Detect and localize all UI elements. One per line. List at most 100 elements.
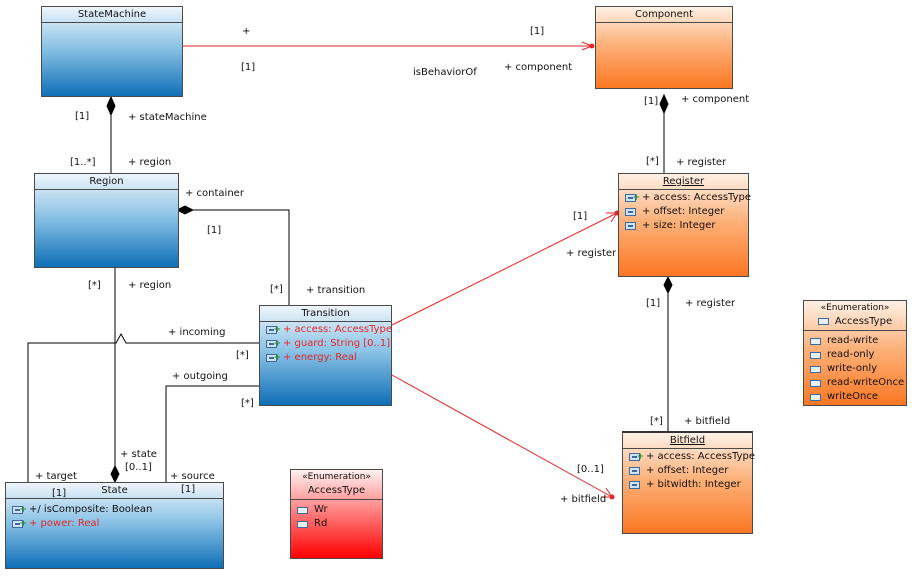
attribute-icon: [625, 208, 636, 216]
attribute-icon: [12, 503, 27, 517]
label-role: + register: [566, 248, 617, 259]
enum-literal[interactable]: read-write: [804, 334, 906, 348]
bitfield-attr-offset[interactable]: + offset: Integer: [623, 464, 752, 478]
attribute-icon: [12, 517, 27, 531]
register-attr-access[interactable]: + access: AccessType: [619, 191, 751, 205]
region-composition-diamond: [175, 205, 195, 215]
enum-literal[interactable]: writeOnce: [804, 390, 906, 404]
transition-register-association-line: [391, 212, 618, 326]
class-component-name: Component: [596, 7, 732, 23]
attribute-icon: [266, 351, 281, 365]
label-role: + outgoing: [172, 371, 228, 382]
attribute-icon: [266, 323, 281, 337]
class-state[interactable]: State +/ isComposite: Boolean + power: R…: [5, 482, 224, 569]
class-region-name: Region: [35, 174, 178, 190]
incoming-target-line: [27, 332, 259, 482]
enum-literal[interactable]: Wr: [291, 503, 382, 517]
label-role: + region: [128, 157, 172, 168]
label-role: + state: [120, 449, 157, 460]
label-role: + register: [685, 298, 736, 309]
attribute-icon: [266, 337, 281, 351]
label-role: + bitfield: [560, 494, 607, 505]
component-composition-diamond: [659, 93, 669, 115]
attribute-icon: [625, 191, 640, 205]
class-state-machine-name: StateMachine: [42, 7, 182, 23]
register-attr-size[interactable]: + size: Integer: [619, 219, 748, 233]
class-region[interactable]: Region: [34, 173, 179, 268]
literal-icon: [810, 337, 821, 345]
enum-literal[interactable]: Rd: [291, 517, 382, 531]
sm-composition-diamond: [106, 95, 116, 117]
register-composition-diamond: [663, 275, 673, 295]
literal-icon: [810, 351, 821, 359]
literal-icon: [810, 379, 821, 387]
class-register[interactable]: Register + access: AccessType + offset: …: [618, 173, 751, 277]
label-mult: [*]: [88, 280, 101, 291]
label-role: + incoming: [168, 327, 226, 338]
class-transition-name: Transition: [260, 306, 391, 322]
label-association-name: isBehaviorOf: [413, 67, 477, 78]
state-composition-diamond: [110, 464, 120, 484]
label-role: + target: [35, 471, 77, 482]
literal-icon: [810, 365, 821, 373]
state-attr-is-composite[interactable]: +/ isComposite: Boolean: [6, 503, 223, 517]
class-component[interactable]: Component: [595, 6, 733, 89]
class-state-name: State: [6, 483, 223, 499]
region-transition-composition-line: [193, 209, 290, 305]
attribute-icon: [629, 467, 640, 475]
label-mult: [1]: [52, 488, 67, 499]
class-transition[interactable]: Transition + access: AccessType + guard:…: [259, 305, 392, 406]
label-role: + component: [681, 94, 750, 105]
enum-access-type[interactable]: «Enumeration» AccessType read-write read…: [803, 300, 907, 406]
label-mult: [*]: [236, 350, 249, 361]
class-bitfield-name: Bitfield: [623, 433, 752, 449]
label-mult: [*]: [241, 398, 254, 409]
label-role: + stateMachine: [128, 112, 207, 123]
literal-icon: [297, 520, 308, 528]
transition-attr-access[interactable]: + access: AccessType: [260, 323, 392, 337]
label-role: + source: [170, 471, 215, 482]
transition-attr-energy[interactable]: + energy: Real: [260, 351, 391, 365]
class-bitfield[interactable]: Bitfield + access: AccessType + offset: …: [622, 431, 755, 534]
enum-access-type-rw[interactable]: «Enumeration» AccessType Wr Rd: [290, 469, 383, 559]
label-mult: [0..1]: [577, 464, 604, 475]
label-mult: [1]: [573, 211, 588, 222]
label-plus: +: [242, 26, 251, 37]
bitfield-end-dot: [609, 494, 615, 500]
bitfield-attr-bitwidth[interactable]: + bitwidth: Integer: [623, 478, 752, 492]
label-role: + component: [504, 62, 573, 73]
label-mult: [*]: [270, 284, 283, 295]
literal-icon: [810, 393, 821, 401]
label-mult: [*]: [650, 416, 663, 427]
label-mult: [1]: [207, 225, 222, 236]
attribute-icon: [629, 481, 640, 489]
enum-access-type-rw-header: «Enumeration» AccessType: [291, 470, 382, 500]
enum-access-type-header: «Enumeration» AccessType: [804, 301, 906, 331]
label-mult: [1]: [644, 96, 659, 107]
attribute-icon: [625, 222, 636, 230]
label-role: + region: [128, 280, 172, 291]
label-mult: [1]: [75, 111, 90, 122]
label-role: + register: [676, 157, 727, 168]
state-attr-power[interactable]: + power: Real: [6, 517, 223, 531]
enum-literal[interactable]: write-only: [804, 362, 906, 376]
label-mult: [1]: [181, 484, 196, 495]
label-mult: [1]: [530, 26, 545, 37]
attribute-icon: [629, 450, 644, 464]
label-role: + transition: [306, 285, 366, 296]
class-register-name: Register: [619, 174, 748, 190]
literal-icon: [297, 506, 308, 514]
label-mult: [*]: [646, 156, 659, 167]
bitfield-attr-access[interactable]: + access: AccessType: [623, 450, 755, 464]
class-state-machine[interactable]: StateMachine: [41, 6, 183, 97]
label-role: + bitfield: [684, 416, 731, 427]
label-mult: [1]: [646, 298, 661, 309]
register-attr-offset[interactable]: + offset: Integer: [619, 205, 748, 219]
label-mult: [0..1]: [125, 462, 152, 473]
transition-attr-guard[interactable]: + guard: String [0..1]: [260, 337, 391, 351]
enum-literal[interactable]: read-writeOnce: [804, 376, 906, 390]
enum-literal[interactable]: read-only: [804, 348, 906, 362]
sm-component-dot: [589, 43, 595, 49]
enumeration-icon: [817, 318, 829, 325]
